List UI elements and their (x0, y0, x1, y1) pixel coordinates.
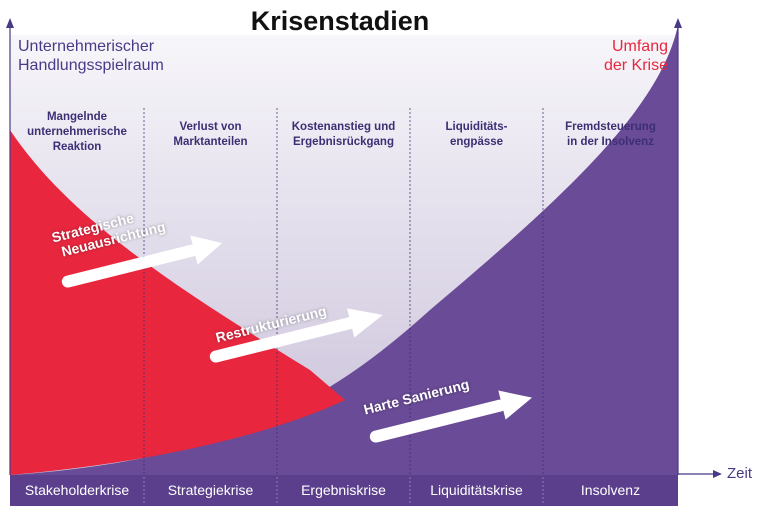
time-axis (678, 470, 722, 478)
right-axis (674, 18, 682, 475)
arrow-hard-restructuring (369, 390, 533, 443)
stage-label-reaction: Mangelnde unternehmerische Reaktion (27, 111, 127, 153)
stage-label-insolvency: Fremdsteuerung in der Insolvenz (565, 121, 656, 148)
arrow-head (347, 308, 383, 338)
stage-label-liquidity: Liquiditäts- engpässe (445, 121, 508, 148)
phase-band (10, 475, 678, 506)
stage-dividers (143, 108, 544, 475)
x-axis-label: Zeit (727, 465, 753, 482)
stage-label-market-share: Verlust von Marktanteilen (173, 121, 248, 148)
phase-liquidity-crisis: Liquiditätskrise (430, 482, 523, 498)
y-axis-right-label-line: Umfang (611, 38, 668, 55)
phase-stakeholder-crisis: Stakeholderkrise (24, 482, 130, 498)
arrow-head (498, 390, 533, 420)
arrow-shaft (61, 244, 199, 288)
diagram-title: Krisenstadien (250, 6, 430, 36)
arrow-head (190, 235, 223, 265)
phase-earnings-crisis: Ergebniskrise (301, 482, 386, 498)
stage-label-cost-increase: Kostenanstieg und Ergebnisrückgang (291, 121, 396, 148)
time-axis-arrowhead (713, 470, 722, 478)
y-axis-left-label: Unternehmerischer Handlungsspielraum (18, 37, 164, 75)
right-axis-arrowhead (674, 18, 682, 28)
scope-for-action-area (10, 130, 345, 475)
arrow-restructuring (209, 308, 383, 363)
arrow-shaft (209, 317, 356, 363)
arrow-shaft (369, 399, 507, 443)
left-axis (6, 18, 14, 475)
y-axis-left-label-line: Unternehmerischer (18, 38, 155, 55)
y-axis-left-label-line: Handlungsspielraum (18, 57, 164, 74)
arrow-strategic-realignment (61, 235, 223, 288)
phase-dividers (143, 477, 544, 504)
y-axis-right-label: Umfang der Krise (604, 37, 668, 75)
y-axis-right-label-line: der Krise (603, 57, 668, 74)
phase-strategic-crisis: Strategiekrise (167, 482, 254, 498)
left-axis-arrowhead (6, 18, 14, 28)
phase-insolvency: Insolvenz (580, 482, 641, 498)
crisis-extent-area (10, 25, 678, 475)
